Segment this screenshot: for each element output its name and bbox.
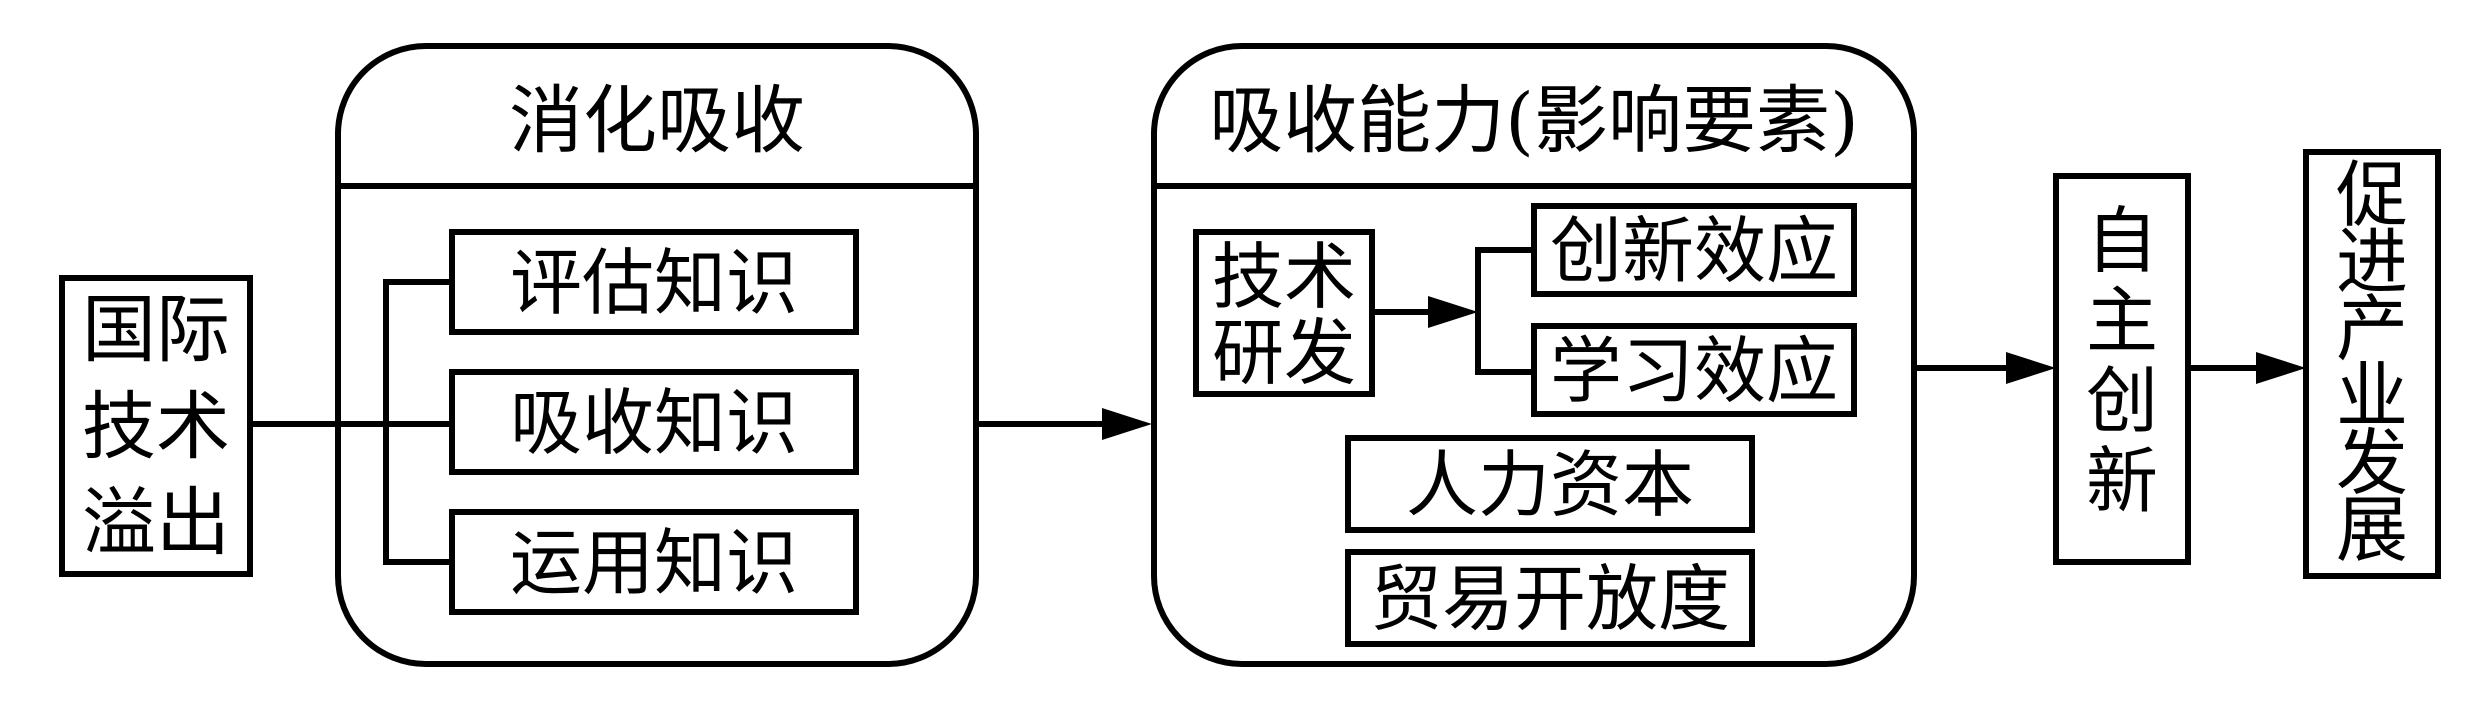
source-line-2: 技术: [82, 384, 230, 470]
capacity-group: 吸收能力(影响要素) 技术 研发 创新效应 学习效应 人力资本 贸易开放度: [1151, 43, 1917, 667]
rd-line-1: 技术: [1212, 235, 1356, 319]
arrow-rd-to-effects: [1372, 247, 1534, 375]
innovation-node: 自 主 创 新: [2053, 173, 2191, 565]
factor-item-2: 贸易开放度: [1370, 557, 1730, 641]
innovation-char-2: 主: [2086, 279, 2158, 363]
digest-item-1: 评估知识: [510, 241, 798, 325]
digest-item-box-2: [449, 369, 859, 475]
digest-group: 消化吸收 评估知识 吸收知识 运用知识: [335, 43, 979, 667]
outcome-char-1: 促: [2336, 153, 2408, 237]
outcome-char-3: 产: [2336, 287, 2408, 371]
source-line-1: 国际: [82, 287, 230, 373]
digest-item-3: 运用知识: [510, 521, 798, 605]
outcome-node: 促 进 产 业 发 展: [2303, 149, 2441, 579]
outcome-char-5: 发: [2336, 421, 2408, 505]
digest-item-box-1: [449, 229, 859, 335]
arrow-digest-to-capacity: [976, 408, 1152, 440]
source-node: 国际 技术 溢出: [59, 275, 253, 577]
effect-box-1: [1531, 203, 1857, 297]
rd-box: [1193, 229, 1375, 397]
outcome-char-4: 业: [2336, 354, 2408, 438]
arrow-capacity-to-innovation: [1914, 352, 2056, 384]
capacity-group-title: 吸收能力(影响要素): [1209, 78, 1859, 164]
effect-item-1: 创新效应: [1550, 209, 1838, 293]
innovation-char-1: 自: [2086, 199, 2158, 283]
innovation-char-4: 新: [2086, 439, 2158, 523]
arrow-innovation-to-outcome: [2188, 352, 2306, 384]
rd-line-2: 研发: [1212, 311, 1356, 395]
digest-connectors: [250, 279, 452, 565]
outcome-char-6: 展: [2336, 488, 2408, 572]
factor-item-1: 人力资本: [1406, 443, 1694, 527]
factor-box-1: [1345, 435, 1755, 533]
innovation-char-3: 创: [2086, 359, 2158, 443]
digest-item-2: 吸收知识: [510, 381, 798, 465]
factor-box-2: [1345, 549, 1755, 647]
effect-item-2: 学习效应: [1550, 329, 1838, 413]
outcome-char-2: 进: [2336, 220, 2408, 304]
effect-box-2: [1531, 323, 1857, 417]
digest-group-title: 消化吸收: [509, 78, 805, 164]
source-line-3: 溢出: [82, 480, 230, 566]
